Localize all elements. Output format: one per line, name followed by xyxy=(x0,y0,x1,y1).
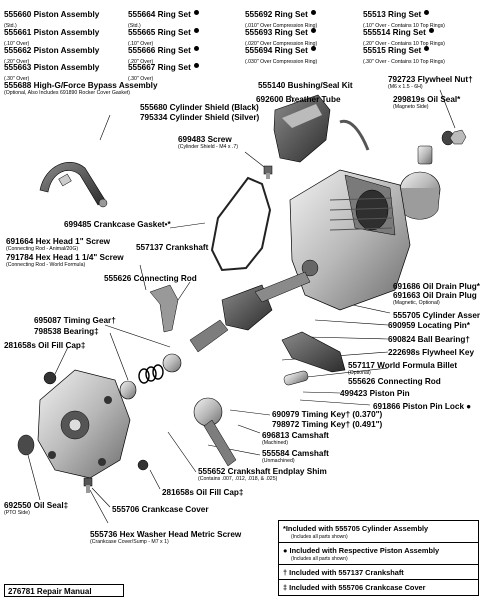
callout-hex-head-1: 691664 Hex Head 1" Screw(Connecting Rod … xyxy=(6,237,111,253)
header-col1-row3: 555662 Piston Assembly(.20" Over) xyxy=(4,46,100,65)
header-col4-row2: 555514 Ring Set(.20" Over - Contains 10 … xyxy=(363,28,445,47)
crankcase-cylinder-icon xyxy=(289,169,411,311)
header-col1-row2: 555661 Piston Assembly(.10" Over) xyxy=(4,28,100,47)
callout-bushing-seal-kit: 555140 Bushing/Seal Kit xyxy=(258,81,353,90)
callout-cylinder-assembly: 555705 Cylinder Assembly xyxy=(393,311,480,320)
header-col2-row2: 555665 Ring Set(.10" Over) xyxy=(128,22,199,47)
legend-cylinder-assembly: *Included with 555705 Cylinder Assembly xyxy=(283,524,429,533)
header-col4-row3: 55515 Ring Set(.30" Over - Contains 10 T… xyxy=(363,46,445,65)
callout-hex-washer-screw: 555736 Hex Washer Head Metric Screw(Cran… xyxy=(90,530,242,546)
flywheel-nut-icon xyxy=(449,129,467,145)
crankcase-cover-icon xyxy=(37,369,131,479)
callout-connecting-rod-2: 555626 Connecting Rod xyxy=(348,377,441,386)
crankshaft-icon xyxy=(189,271,311,353)
connecting-rod-icon xyxy=(149,284,179,333)
bypass-hose-icon xyxy=(39,162,108,208)
callout-bearing: 798538 Bearing‡ xyxy=(34,327,99,336)
header-col3-row2: 555693 Ring Set(.020" Over Compression R… xyxy=(245,28,318,47)
header-col4-row1: 55513 Ring Set(.10" Over - Contains 10 T… xyxy=(363,10,445,29)
callout-oil-fill-cap-2: 281658s Oil Fill Cap‡ xyxy=(162,488,244,497)
callout-locating-pin: 690959 Locating Pin* xyxy=(388,321,470,330)
callout-breather-tube: 692600 Breather Tube xyxy=(256,95,341,104)
piston-pin-icon xyxy=(283,370,309,386)
header-col3-row3: 555694 Ring Set(.030" Over Compression R… xyxy=(245,46,318,65)
callout-flywheel-key: 222698s Flywheel Key xyxy=(388,348,475,357)
callout-cylinder-shield-black: 555680 Cylinder Shield (Black) xyxy=(140,103,259,112)
callout-crankcase-cover: 555706 Crankcase Cover xyxy=(112,505,209,514)
timing-gear-icon xyxy=(162,353,182,373)
callout-oil-seal-pto: 692550 Oil Seal‡(PTO Side) xyxy=(4,501,69,517)
callout-endplay-shim: 555652 Crankshaft Endplay Shim(Contains … xyxy=(198,467,327,483)
callout-connecting-rod: 555626 Connecting Rod xyxy=(104,274,197,283)
crankcase-gasket-icon xyxy=(210,176,272,272)
oil-fill-cap-lower-icon xyxy=(137,459,149,471)
callout-oil-drain-plug: 691686 Oil Drain Plug* xyxy=(393,282,480,291)
header-col1-row1: 555660 Piston Assembly(Std.) xyxy=(4,10,100,29)
legend-cylinder-note: (Includes all parts shown) xyxy=(291,534,348,540)
shim-rings-icon xyxy=(138,364,164,384)
breather-tube-icon xyxy=(339,119,370,151)
header-col1-row4: 555663 Piston Assembly(.30" Over) xyxy=(4,63,100,82)
callout-camshaft-machined: 696813 Camshaft(Machined) xyxy=(262,431,329,447)
legend-box: *Included with 555705 Cylinder Assembly … xyxy=(278,520,479,596)
callout-hex-head-1-1-4: 791784 Hex Head 1 1/4" Screw(Connecting … xyxy=(6,253,124,269)
callout-oil-fill-cap: 281658s Oil Fill Cap‡ xyxy=(4,341,86,350)
header-col2-row1: 555664 Ring Set(Std.) xyxy=(128,4,199,29)
callout-cylinder-shield-silver: 795334 Cylinder Shield (Silver) xyxy=(140,113,260,122)
callout-screw: 699483 Screw(Cylinder Shield - M4 x .7) xyxy=(178,135,238,151)
header-col2-row3: 555666 Ring Set(.20" Over) xyxy=(128,40,199,65)
legend-crankshaft: † Included with 557137 Crankshaft xyxy=(283,568,404,577)
legend-piston-note: (Includes all parts shown) xyxy=(291,556,348,562)
header-col3-row1: 555692 Ring Set(.010" Over Compression R… xyxy=(245,10,318,29)
header-col2-row4: 555667 Ring Set(.30" Over) xyxy=(128,57,199,82)
callout-timing-key-491: 798972 Timing Key† (0.491") xyxy=(272,420,383,429)
callout-flywheel-nut: 792723 Flywheel Nut†(M6 x 1.5 - 6H) xyxy=(388,75,473,91)
cylinder-shield-icon xyxy=(273,94,331,163)
legend-piston-assembly: ● Included with Respective Piston Assemb… xyxy=(283,546,440,555)
callout-bypass-assembly: 555688 High-G/Force Bypass Assembly(Opti… xyxy=(4,81,158,97)
callout-camshaft-unmachined: 555584 Camshaft(Unmachined) xyxy=(262,449,329,465)
callout-piston-pin: 499423 Piston Pin xyxy=(340,389,410,398)
piston-icon xyxy=(399,171,441,220)
screw-icon xyxy=(263,165,273,179)
camshaft-icon xyxy=(193,397,237,467)
repair-manual-label: 276781 Repair Manual xyxy=(4,584,124,597)
legend-crankcase-cover: ‡ Included with 555706 Crankcase Cover xyxy=(283,583,426,592)
leader-lines xyxy=(27,89,456,524)
hex-washer-screw-icon xyxy=(83,477,93,493)
callout-oil-seal-magneto: 299819s Oil Seal*(Magneto Side) xyxy=(393,95,461,111)
callout-timing-gear: 695087 Timing Gear† xyxy=(34,316,116,325)
callout-crankcase-gasket: 699485 Crankcase Gasket•* xyxy=(64,220,171,229)
callout-crankshaft: 557137 Crankshaft xyxy=(136,243,209,252)
callout-oil-drain-plug-magnetic: 691663 Oil Drain Plug(Magnetic, Optional… xyxy=(393,291,477,307)
bushing-icon xyxy=(417,145,433,165)
oil-fill-cap-icon xyxy=(43,371,57,385)
billet-connecting-rod-icon xyxy=(281,331,346,373)
callout-timing-key-370: 690979 Timing Key† (0.370") xyxy=(272,410,383,419)
callout-piston-pin-lock: 691866 Piston Pin Lock ● xyxy=(373,402,472,411)
pto-oil-seal-icon xyxy=(17,434,35,456)
bearing-icon xyxy=(119,380,137,400)
callout-ball-bearing: 690824 Ball Bearing† xyxy=(388,335,470,344)
callout-world-formula-billet: 557117 World Formula Billet(Optional) xyxy=(348,361,458,377)
